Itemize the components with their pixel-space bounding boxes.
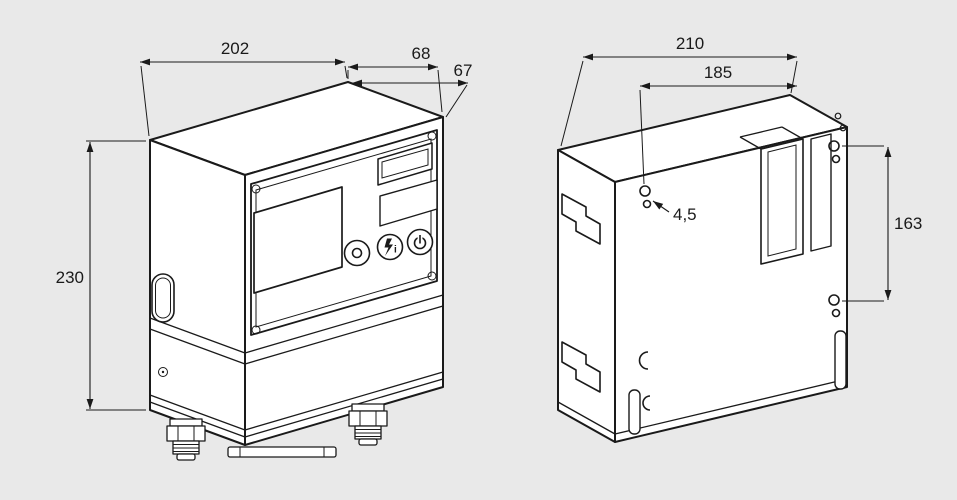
mounting-hole-bottom-right bbox=[828, 294, 840, 306]
mounting-hole-top-right bbox=[828, 140, 840, 152]
terminal-rail-bar bbox=[227, 446, 337, 458]
hinge-top bbox=[561, 193, 601, 245]
dim-hole-diameter: 4,5 bbox=[652, 200, 697, 224]
type-label-field bbox=[379, 179, 438, 227]
dim-front-width: 202 bbox=[140, 39, 348, 137]
dim-label-front-depth-top: 68 bbox=[412, 44, 431, 63]
cable-gland-left bbox=[166, 418, 206, 461]
dim-hole-spacing-vertical: 163 bbox=[842, 145, 922, 302]
dim-front-depth-top: 68 bbox=[347, 44, 443, 113]
housing-step-line-upper bbox=[149, 294, 444, 354]
corner-hole bbox=[834, 112, 842, 120]
dim-label-front-width: 202 bbox=[221, 39, 249, 58]
housing-base-line-upper bbox=[149, 371, 444, 431]
lightning-info-icon bbox=[384, 238, 393, 256]
dim-label-hole-spacing-vertical: 163 bbox=[894, 214, 922, 233]
rear-bottom-fixings bbox=[628, 330, 847, 435]
screw-icon bbox=[427, 131, 437, 141]
bottom-right-slot bbox=[834, 330, 847, 390]
reset-button bbox=[343, 239, 371, 267]
side-hinges bbox=[561, 193, 601, 393]
hinge-bottom bbox=[561, 341, 601, 393]
side-viewing-window-inner bbox=[155, 277, 171, 319]
gland-tip bbox=[176, 453, 196, 461]
dim-hole-spacing-horizontal: 185 bbox=[639, 63, 797, 185]
housing-step-line-lower bbox=[149, 305, 444, 365]
mounting-hole-top-left-small bbox=[642, 199, 652, 209]
control-buttons: i bbox=[343, 228, 434, 267]
lcd-display bbox=[253, 186, 343, 294]
screw-icon bbox=[427, 271, 437, 281]
side-viewing-window bbox=[151, 273, 175, 323]
keyhole-hook-icon bbox=[642, 395, 651, 411]
corner-hole bbox=[839, 124, 847, 132]
cable-channel bbox=[739, 126, 832, 265]
cable-channel-side-slot bbox=[810, 133, 832, 252]
gland-flange bbox=[351, 403, 385, 412]
panel-screws bbox=[251, 131, 437, 335]
dim-label-rear-width: 210 bbox=[676, 34, 704, 53]
terminal-rail bbox=[227, 446, 337, 458]
mounting-hole-bottom-right-small bbox=[831, 308, 841, 318]
dim-label-hole-diameter: 4,5 bbox=[673, 205, 697, 224]
dim-label-front-height: 230 bbox=[56, 268, 84, 287]
gland-tip bbox=[358, 438, 378, 446]
cable-channel-inner bbox=[767, 144, 797, 257]
mounting-hole-top-right-small bbox=[831, 154, 841, 164]
gland-hex-nut bbox=[348, 410, 388, 427]
mounting-hole-top-left bbox=[639, 185, 651, 197]
bottom-left-slot bbox=[628, 389, 641, 435]
reset-button-ring bbox=[343, 239, 371, 267]
screw-icon bbox=[251, 184, 261, 194]
cable-gland-center bbox=[348, 403, 388, 446]
power-button bbox=[406, 228, 434, 256]
info-i-icon: i bbox=[394, 245, 397, 256]
dim-front-height: 230 bbox=[56, 140, 146, 411]
display-window-glass bbox=[381, 148, 429, 179]
screw-icon bbox=[251, 325, 261, 335]
rear-view: 210 185 4,5 163 bbox=[557, 34, 922, 443]
dim-front-depth: 67 bbox=[352, 61, 473, 118]
status-display-window bbox=[377, 142, 433, 186]
keyhole-hook-icon bbox=[638, 351, 649, 370]
dim-rear-width: 210 bbox=[560, 34, 798, 147]
dim-label-hole-spacing-horizontal: 185 bbox=[704, 63, 732, 82]
mounting-holes bbox=[639, 112, 847, 318]
housing-base-line-lower bbox=[149, 378, 444, 438]
reset-button-icon bbox=[351, 247, 363, 259]
cable-channel-slot bbox=[760, 138, 804, 265]
front-view: i bbox=[56, 39, 473, 461]
display-window-frame bbox=[377, 142, 433, 186]
info-button: i bbox=[376, 233, 404, 261]
gland-hex-nut bbox=[166, 425, 206, 442]
rear-base-line bbox=[557, 378, 848, 435]
gland-flange bbox=[169, 418, 203, 427]
dim-label-front-depth: 67 bbox=[454, 61, 473, 80]
side-screw-icon bbox=[158, 367, 168, 377]
rear-housing-left-face bbox=[557, 149, 616, 443]
side-screw-center bbox=[161, 370, 165, 374]
